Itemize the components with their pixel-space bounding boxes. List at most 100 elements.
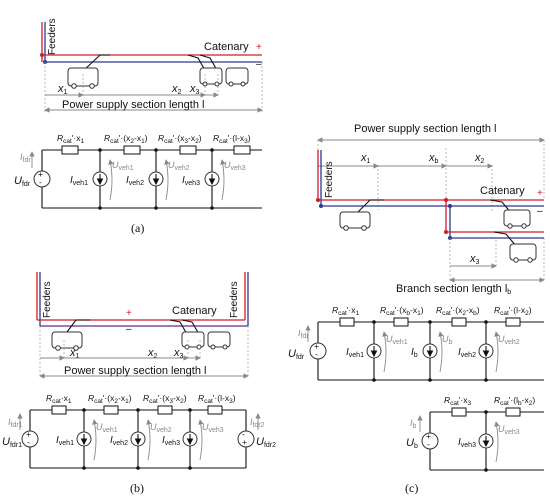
r5-label-c: Rcat'·x3 — [444, 395, 472, 407]
catenary-label-c: Catenary — [480, 185, 525, 197]
panel-c: Power supply section length l x1 xb x2 F… — [288, 123, 545, 495]
x3-label-b: x3 — [173, 347, 184, 360]
plus-sign-c: + — [537, 188, 543, 199]
pantograph-3-c — [493, 231, 517, 247]
vehicle-3-b — [207, 331, 231, 348]
r6-label-c: Rcat'·(lb-x2) — [494, 395, 535, 407]
section-length-label-a: Power supply section length l — [62, 99, 204, 111]
iveh3-label-a: Iveh3 — [182, 175, 200, 187]
pantograph-1-b — [63, 319, 90, 337]
vehicle-3-wheel-b — [240, 81, 246, 87]
r4-label-c: Rcat'·(l-x2) — [494, 305, 532, 317]
voltage-source-a — [33, 170, 51, 188]
node-a6 — [210, 206, 214, 210]
r1-label-a: Rcat'·x1 — [57, 133, 85, 145]
panel-a: Feeders Catenary + – — [14, 18, 263, 235]
node-a4 — [154, 206, 158, 210]
x1-label-a: x1 — [57, 83, 68, 96]
ifdr1-label-b: Ifdr1 — [8, 417, 23, 429]
resistor-1-b — [51, 405, 67, 415]
vehicle-1-wheel-a-c — [343, 225, 349, 231]
vehicle-2-wheel-a-b — [184, 344, 190, 350]
panel-c-layout: Power supply section length l x1 xb x2 F… — [316, 123, 545, 296]
ifdr-label-a: Ifdr — [20, 152, 31, 164]
ib-label-c: Ib — [411, 347, 418, 359]
uveh1-label-c: Uveh1 — [386, 334, 408, 346]
voltage-source-2-b — [237, 430, 255, 448]
uveh3-arrow-b — [198, 419, 204, 461]
plus-sign-a: + — [256, 42, 262, 53]
resistor-3-c — [451, 317, 467, 327]
x3-label-a: x3 — [189, 83, 200, 96]
x2-label-c: x2 — [474, 152, 485, 165]
panel-label-a: (a) — [131, 221, 144, 235]
panel-a-circuit: + - Ifdr Ufdr Rcat'·x1 Rcat'·(x2-x1) Rca… — [14, 133, 262, 235]
r2-label-c: Rcat'·(xb-x1) — [380, 305, 424, 317]
source-b-minus-c: - — [427, 439, 430, 449]
iveh2-label-a: Iveh2 — [126, 175, 144, 187]
uveh3-arrow-a — [220, 159, 226, 201]
branch-length-label-c: Branch section length lb — [396, 283, 511, 296]
node-c1 — [372, 320, 376, 324]
node-b4 — [136, 466, 140, 470]
source-minus-a: - — [39, 177, 42, 187]
source-b-plus-c: + — [426, 431, 431, 441]
node-c8 — [484, 468, 488, 472]
pantograph-2-a — [187, 54, 207, 73]
iveh1-label-c: Iveh1 — [346, 347, 364, 359]
uveh3-arrow-c — [494, 421, 500, 463]
node-a1 — [98, 148, 102, 152]
node-c6 — [484, 378, 488, 382]
catenary-label-b: Catenary — [172, 305, 217, 317]
node-red-a — [40, 53, 44, 57]
ub2-label-c: Ub — [406, 437, 418, 450]
ufdr1-label-b: Ufdr1 — [2, 436, 22, 449]
resistor-2-b — [103, 405, 119, 415]
iveh1-label-a: Iveh1 — [70, 175, 88, 187]
uveh1-label-b: Uveh1 — [96, 422, 118, 434]
node-b3 — [136, 408, 140, 412]
section-length-label-c: Power supply section length l — [354, 123, 496, 135]
panel-c-circuit: + - Ifdr Ufdr Rcat'·x1 Rcat'·(xb-x1) Rca… — [288, 305, 544, 495]
branch-corner-red-c — [444, 230, 448, 234]
ufdr-label-a: Ufdr — [14, 175, 31, 188]
vehicle-2-b — [181, 331, 205, 348]
ufdr-label-c: Ufdr — [288, 348, 305, 361]
r2-label-b: Rcat'·(x2-x1) — [88, 393, 132, 405]
r1-label-c: Rcat'·x1 — [332, 305, 360, 317]
uveh3-label-b: Uveh3 — [202, 422, 224, 434]
r4-label-b: Rcat'·(l-x3) — [198, 393, 236, 405]
vehicle-3-wheel-b-c — [527, 257, 533, 263]
resistor-2-a — [123, 145, 141, 155]
xb-label-c: xb — [428, 152, 439, 165]
ub-label-c: Ub — [442, 334, 453, 346]
r2-label-a: Rcat'·(x2-x1) — [104, 133, 148, 145]
pantograph-1-a — [81, 54, 110, 73]
section-length-label-b: Power supply section length l — [64, 365, 206, 377]
panel-label-b: (b) — [130, 481, 144, 495]
minus-sign-a: – — [256, 59, 262, 70]
r3-label-b: Rcat'·(x3-x2) — [143, 393, 187, 405]
r3-label-c: Rcat'·(x2-xb) — [436, 305, 480, 317]
node-c4 — [428, 378, 432, 382]
iveh2-label-c: Iveh2 — [458, 347, 476, 359]
vehicle-1-b — [51, 331, 83, 349]
resistor-1-c — [339, 317, 355, 327]
node-a3 — [154, 148, 158, 152]
vehicle-3-wheel-a — [228, 81, 234, 87]
source2-minus-b: - — [242, 429, 245, 439]
x1-label-c: x1 — [360, 152, 371, 165]
source1-plus-b: + — [26, 429, 31, 439]
vehicle-3-wheel-a-c — [513, 257, 519, 263]
uveh1-arrow-c — [382, 331, 388, 373]
uveh3-label-c: Uveh3 — [498, 424, 520, 436]
source1-minus-b: - — [27, 437, 30, 447]
voltage-source-1-b — [21, 430, 39, 448]
resistor-5-c — [451, 407, 467, 417]
resistor-3-a — [179, 145, 197, 155]
resistor-1-a — [61, 145, 79, 155]
resistor-4-a — [233, 145, 251, 155]
pantograph-1-c — [353, 199, 384, 217]
vehicle-3-wheel-b-b — [222, 344, 228, 350]
vehicle-1-wheel-a — [71, 83, 77, 89]
